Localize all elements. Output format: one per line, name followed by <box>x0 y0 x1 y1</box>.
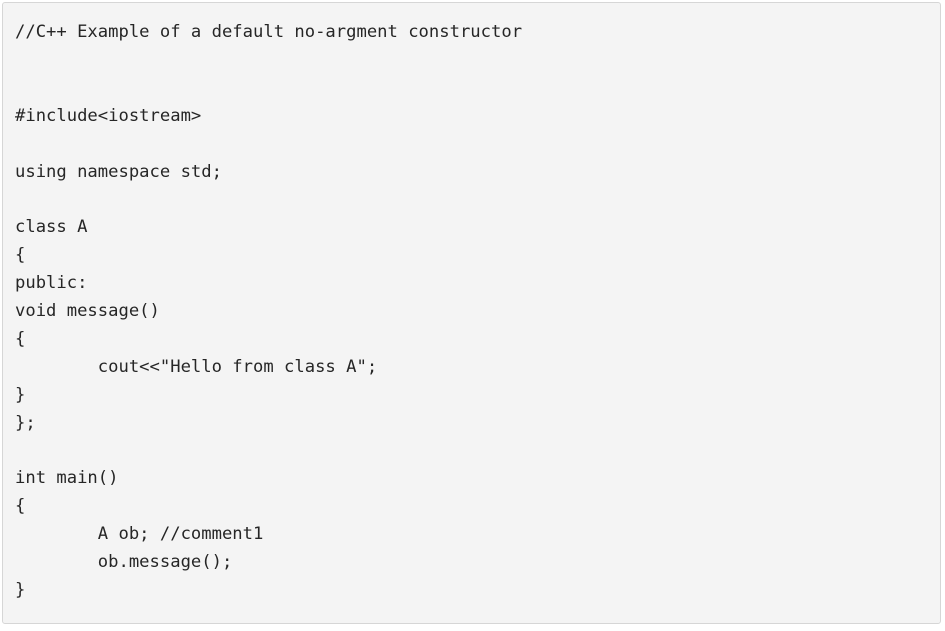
code-line-cout: cout<<"Hello from class A"; <box>15 357 378 377</box>
code-line-using-namespace: using namespace std; <box>15 162 222 182</box>
code-block: //C++ Example of a default no-argment co… <box>2 2 941 624</box>
code-line-public: public: <box>15 273 88 293</box>
code-line-method-close-brace: } <box>15 385 26 405</box>
code-line-method-open-brace: { <box>15 329 26 349</box>
code-line-class-declaration: class A <box>15 217 88 237</box>
code-line-method-call: ob.message(); <box>15 552 233 572</box>
code-line-comment: //C++ Example of a default no-argment co… <box>15 22 523 42</box>
code-line-main-close-brace: } <box>15 580 26 600</box>
code-line-object-declaration: A ob; //comment1 <box>15 524 264 544</box>
code-line-main-signature: int main() <box>15 468 119 488</box>
code-line-include: #include<iostream> <box>15 106 202 126</box>
code-line-main-open-brace: { <box>15 496 26 516</box>
code-line-class-open-brace: { <box>15 245 26 265</box>
code-line-method-signature: void message() <box>15 301 160 321</box>
code-line-class-close-brace: }; <box>15 413 36 433</box>
